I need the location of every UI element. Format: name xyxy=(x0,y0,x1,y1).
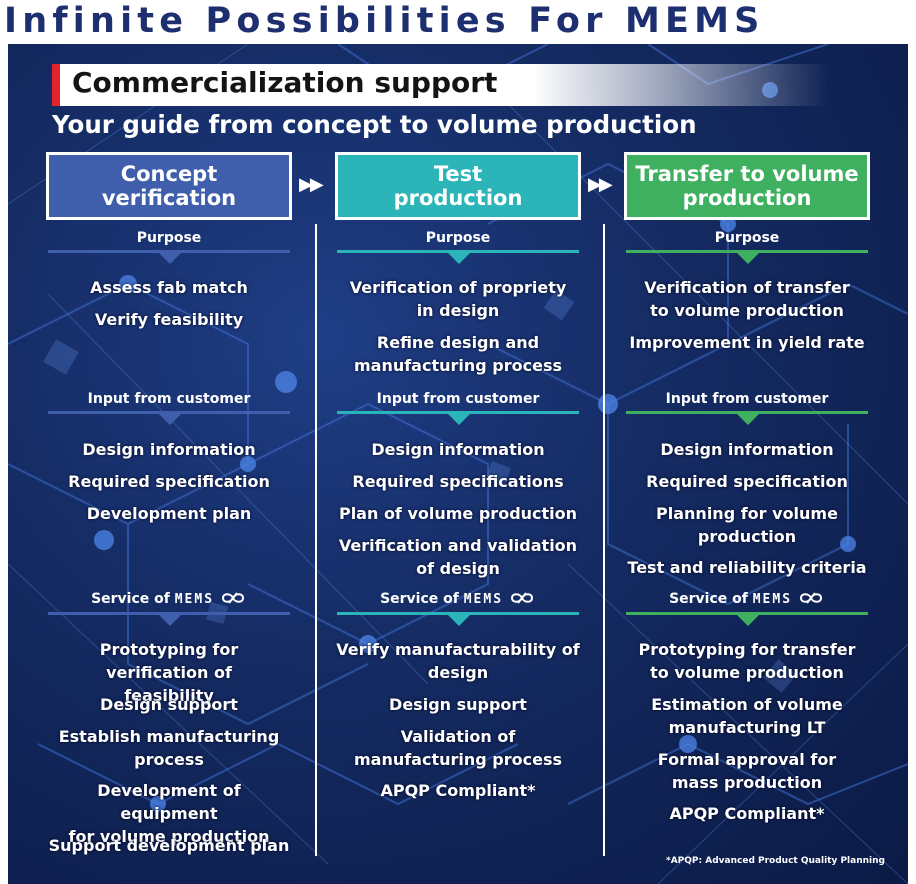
column-divider xyxy=(603,224,605,856)
purpose-item: Verification of transfer to volume produ… xyxy=(644,278,850,320)
service-triangle xyxy=(159,615,181,626)
page-title: Infinite Possibilities For MEMS xyxy=(0,0,916,44)
purpose-triangle xyxy=(159,253,181,264)
section-banner: Commercialization support xyxy=(52,64,828,106)
purpose-rule xyxy=(626,250,868,253)
input-item: Planning for volume production xyxy=(656,504,838,546)
purpose-rule xyxy=(48,250,290,253)
service-triangle xyxy=(737,615,759,626)
input-item: Design information xyxy=(371,440,545,459)
input-item: Test and reliability criteria xyxy=(627,558,867,577)
service-item: Design support xyxy=(100,695,238,714)
input-item: Development plan xyxy=(86,504,252,523)
input-item: Required specifications xyxy=(352,472,564,491)
purpose-triangle xyxy=(448,253,470,264)
service-item: Prototyping for verification of feasibil… xyxy=(99,640,239,705)
column-concept-verification: Concept verification Purpose Assess fab … xyxy=(46,152,292,855)
input-item: Design information xyxy=(82,440,256,459)
service-label-row: Service of MEMS xyxy=(48,591,290,607)
service-item: APQP Compliant* xyxy=(669,804,825,823)
service-label-row: Service of MEMS xyxy=(626,591,868,607)
mems-brand: MEMS xyxy=(463,592,504,607)
service-item: Development of equipment for volume prod… xyxy=(68,781,270,846)
input-rule xyxy=(48,411,290,414)
purpose-item: Verification of propriety in design xyxy=(349,278,567,320)
input-item: Verification and validation of design xyxy=(338,536,578,578)
service-item: Prototyping for transfer to volume produ… xyxy=(638,640,856,682)
input-rule xyxy=(337,411,579,414)
column-transfer-to-volume-production: Transfer to volume production Purpose Ve… xyxy=(624,152,870,852)
service-rule xyxy=(626,612,868,615)
service-rule xyxy=(337,612,579,615)
mems-brand: MEMS xyxy=(174,592,215,607)
subtitle: Your guide from concept to volume produc… xyxy=(52,110,697,139)
input-item: Plan of volume production xyxy=(338,504,578,523)
infinity-loop-icon xyxy=(221,592,244,604)
service-item: Support development plan xyxy=(48,836,290,855)
purpose-item: Improvement in yield rate xyxy=(629,333,865,352)
service-label: Service of xyxy=(669,591,748,607)
service-label: Service of xyxy=(380,591,459,607)
purpose-item: Verify feasibility xyxy=(94,310,244,329)
service-item: Verify manufacturability of design xyxy=(336,640,580,682)
input-item: Required specification xyxy=(646,472,848,491)
service-rule xyxy=(48,612,290,615)
column-title: Concept verification xyxy=(46,152,292,220)
input-label: Input from customer xyxy=(376,391,540,407)
input-triangle xyxy=(159,414,181,425)
double-chevron-right-icon: ▶▶ xyxy=(299,174,324,195)
purpose-label: Purpose xyxy=(425,230,491,246)
input-triangle xyxy=(448,414,470,425)
purpose-item: Refine design and manufacturing process xyxy=(353,333,563,375)
input-rule xyxy=(626,411,868,414)
double-chevron-right-icon: ▶▶ xyxy=(588,174,613,195)
input-label: Input from customer xyxy=(665,391,829,407)
input-item: Required specification xyxy=(68,472,270,491)
service-item: Design support xyxy=(389,695,527,714)
service-item: Estimation of volume manufacturing LT xyxy=(651,695,843,737)
column-title: Test production xyxy=(335,152,581,220)
input-item: Design information xyxy=(660,440,834,459)
column-test-production: Test production Purpose Verification of … xyxy=(335,152,581,852)
infinity-loop-icon xyxy=(510,592,533,604)
column-divider xyxy=(315,224,317,856)
service-label-row: Service of MEMS xyxy=(337,591,579,607)
column-title: Transfer to volume production xyxy=(624,152,870,220)
service-triangle xyxy=(448,615,470,626)
purpose-rule xyxy=(337,250,579,253)
section-title: Commercialization support xyxy=(72,66,498,99)
mems-brand: MEMS xyxy=(752,592,793,607)
service-item: Validation of manufacturing process xyxy=(353,727,563,769)
input-label: Input from customer xyxy=(87,391,251,407)
infinity-loop-icon xyxy=(799,592,822,604)
purpose-item: Assess fab match xyxy=(90,278,248,297)
purpose-label: Purpose xyxy=(136,230,202,246)
section-accent-bar xyxy=(52,64,60,106)
purpose-label: Purpose xyxy=(714,230,780,246)
purpose-triangle xyxy=(737,253,759,264)
footnote: *APQP: Advanced Product Quality Planning xyxy=(666,856,885,866)
service-item: APQP Compliant* xyxy=(380,781,536,800)
service-label: Service of xyxy=(91,591,170,607)
input-triangle xyxy=(737,414,759,425)
service-item: Formal approval for mass production xyxy=(657,750,837,792)
service-item: Establish manufacturing process xyxy=(58,727,280,769)
